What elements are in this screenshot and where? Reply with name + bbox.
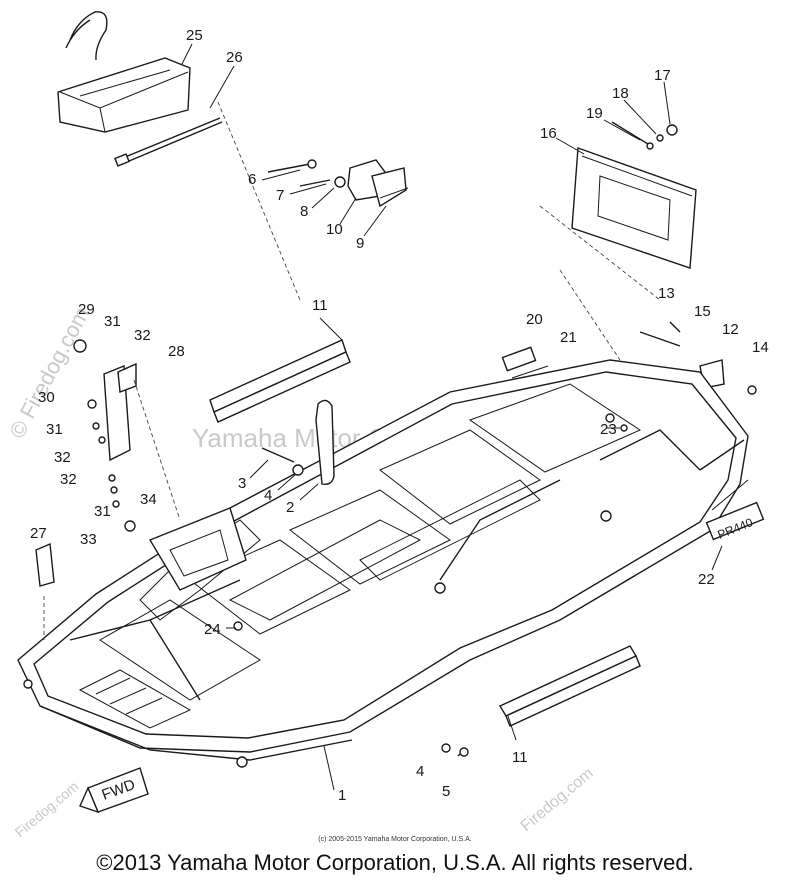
leader-10	[339, 197, 357, 225]
callout-2: 2	[286, 499, 294, 516]
callout-15: 15	[694, 303, 711, 320]
callout-16: 16	[540, 125, 557, 142]
callout-4b: 4	[416, 763, 424, 780]
leader-17	[663, 81, 671, 125]
callout-11b: 11	[512, 749, 528, 766]
part-21-strip	[511, 365, 549, 379]
leader-26	[209, 65, 235, 109]
callout-22: 22	[698, 571, 715, 588]
watermark-site-bottom-left: Firedog.com	[12, 778, 82, 840]
source-credit: (c) 2005-2015 Yamaha Motor Corporation, …	[318, 836, 472, 843]
leader-19	[603, 119, 641, 141]
part-17-19-fasteners	[611, 121, 678, 150]
callout-32b: 32	[54, 449, 71, 466]
leader-2	[299, 483, 319, 501]
assembly-line-1	[217, 101, 301, 301]
part-1-hull	[17, 359, 749, 768]
callout-18: 18	[612, 85, 629, 102]
callout-8: 8	[300, 203, 308, 220]
callout-30: 30	[38, 389, 55, 406]
callout-25: 25	[186, 27, 203, 44]
callout-26: 26	[226, 49, 243, 66]
leader-18	[623, 99, 657, 135]
leader-7	[289, 183, 327, 195]
callout-29: 29	[78, 301, 95, 318]
assembly-line-2	[539, 205, 661, 301]
callout-9: 9	[356, 235, 364, 252]
part-28-bracket	[103, 362, 137, 462]
leader-3	[249, 459, 269, 479]
callout-3: 3	[238, 475, 246, 492]
callout-32c: 32	[60, 471, 77, 488]
callout-32a: 32	[134, 327, 151, 344]
callout-13: 13	[658, 285, 675, 302]
callout-4a: 4	[264, 487, 272, 504]
callout-34: 34	[140, 491, 157, 508]
callout-5: 5	[442, 783, 450, 800]
callout-12: 12	[722, 321, 739, 338]
part-6-10-latch	[267, 159, 409, 208]
callout-31a: 31	[104, 313, 121, 330]
part-3-4-bolts	[261, 447, 469, 757]
part-16-plate	[571, 147, 697, 269]
callout-numbers: 1 2 3 4 4 5 6 7 8 9 10 11 11 12 13 14 15…	[30, 27, 769, 804]
leader-25	[181, 43, 193, 65]
leader-8	[311, 187, 335, 209]
leader-1	[323, 745, 335, 791]
part-25-storage-bin	[57, 11, 191, 133]
callout-11a: 11	[312, 297, 328, 314]
callout-33: 33	[80, 531, 97, 548]
copyright-notice: ©2013 Yamaha Motor Corporation, U.S.A. A…	[96, 850, 694, 875]
leader-4	[277, 473, 297, 491]
part-11-rail-lower	[498, 645, 641, 741]
callout-27: 27	[30, 525, 47, 542]
callout-14: 14	[752, 339, 769, 356]
callout-20: 20	[526, 311, 543, 328]
leader-9	[363, 205, 387, 237]
callout-23: 23	[600, 421, 617, 438]
assembly-line-5	[559, 269, 621, 361]
callout-1: 1	[338, 787, 346, 804]
part-26-rod	[114, 117, 223, 167]
callout-6: 6	[248, 171, 256, 188]
callout-31c: 31	[94, 503, 111, 520]
fwd-arrow: FWD	[79, 767, 149, 814]
callout-21: 21	[560, 329, 577, 346]
watermark-site-bottom: Firedog.com	[518, 765, 597, 835]
part-2-handle	[315, 399, 335, 486]
leader-16	[555, 137, 585, 155]
assembly-line-4	[133, 379, 181, 521]
callout-7: 7	[276, 187, 284, 204]
callout-19: 19	[586, 105, 603, 122]
callout-10: 10	[326, 221, 343, 238]
part-20-sticker	[501, 346, 537, 372]
callout-17: 17	[654, 67, 671, 84]
part-27-clip	[35, 542, 55, 587]
leader-22	[711, 545, 723, 571]
callout-31b: 31	[46, 421, 63, 438]
leader-6	[261, 169, 301, 181]
part-11-rail-upper	[209, 317, 351, 423]
part-29-34-fasteners	[73, 339, 628, 631]
callout-24: 24	[204, 621, 221, 638]
callout-28: 28	[168, 343, 185, 360]
